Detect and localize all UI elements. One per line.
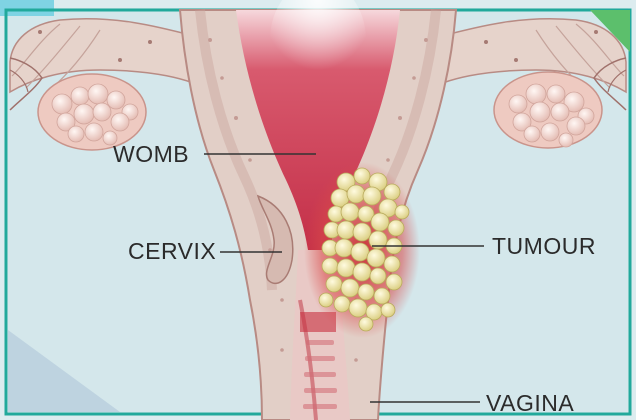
tumour bbox=[304, 162, 420, 338]
left-ovary bbox=[38, 74, 146, 150]
label-womb: WOMB bbox=[113, 143, 189, 166]
corner-tab bbox=[0, 0, 54, 16]
label-tumour: TUMOUR bbox=[492, 235, 596, 258]
label-vagina: VAGINA bbox=[486, 392, 574, 415]
right-ovary bbox=[494, 72, 602, 148]
label-cervix: CERVIX bbox=[128, 240, 216, 263]
